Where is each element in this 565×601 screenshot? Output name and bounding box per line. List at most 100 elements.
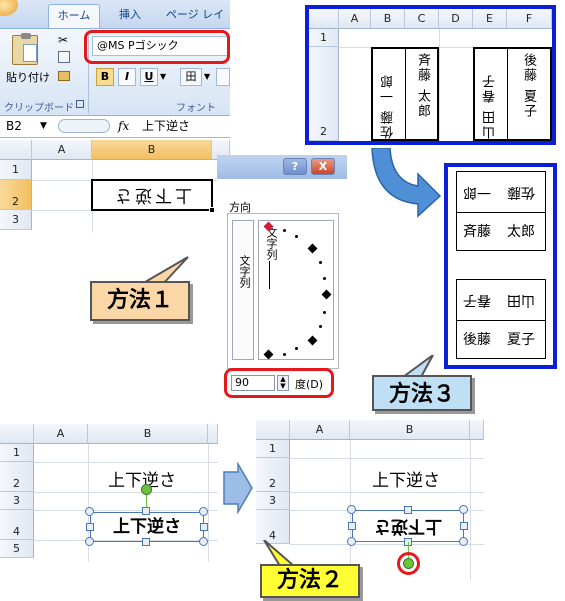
rotation-handle-icon[interactable]	[141, 484, 152, 495]
underline-button[interactable]: U	[140, 68, 158, 86]
column-header-b[interactable]: B	[92, 140, 212, 160]
resize-handle[interactable]	[142, 538, 150, 546]
row-header-3[interactable]: 3	[0, 210, 32, 230]
column-header-b[interactable]: B	[88, 424, 208, 444]
row-header-5[interactable]: 5	[0, 540, 34, 558]
column-header-f[interactable]: F	[507, 9, 552, 29]
gridline	[290, 544, 484, 545]
row-header-2[interactable]: 2	[256, 458, 290, 492]
resize-handle[interactable]	[459, 537, 468, 546]
bold-button[interactable]: B	[96, 68, 114, 86]
row-header-1[interactable]: 1	[256, 440, 290, 458]
orientation-dot[interactable]	[319, 325, 322, 328]
row-header-1[interactable]: 1	[0, 444, 34, 462]
office-button[interactable]	[0, 0, 18, 16]
name-cells-left[interactable]: 佐藤 一郎 斉藤 太郎	[371, 47, 439, 141]
column-header-e[interactable]: E	[473, 9, 507, 29]
help-button[interactable]: ?	[283, 158, 307, 175]
resize-handle[interactable]	[199, 537, 208, 546]
name-cells-right[interactable]: 山田 春子 後藤 夏子	[473, 47, 552, 141]
tab-home[interactable]: ホーム	[48, 4, 100, 28]
fill-handle[interactable]	[209, 207, 215, 213]
column-header-d[interactable]: D	[439, 9, 473, 29]
resize-handle[interactable]	[85, 537, 94, 546]
orientation-dot[interactable]	[323, 311, 326, 314]
resize-handle[interactable]	[460, 522, 468, 530]
tab-insert[interactable]: 挿入	[119, 8, 141, 21]
orientation-dot[interactable]	[319, 261, 322, 264]
resize-handle[interactable]	[347, 537, 356, 546]
borders-button[interactable]: 田	[180, 68, 202, 86]
paste-button-label[interactable]: 貼り付け	[6, 71, 50, 84]
source-sheet-frame: A B C D E F 1 2 佐藤 一郎 斉藤 太郎 山田 春子 後藤 夏子	[305, 5, 556, 145]
orientation-diamond[interactable]	[263, 349, 274, 360]
result-group-top: 一郎 佐藤 斉藤 太郎	[456, 171, 546, 251]
borders-dropdown-icon[interactable]: ▼	[204, 72, 211, 81]
row-header-1[interactable]: 1	[0, 160, 32, 180]
orientation-diamond[interactable]	[307, 335, 318, 346]
orientation-dial[interactable]: 文字列	[258, 220, 334, 360]
resize-handle[interactable]	[199, 507, 208, 516]
fx-icon[interactable]: fx	[118, 119, 130, 133]
formula-content[interactable]: 上下逆さ	[142, 119, 191, 133]
orientation-dot[interactable]	[295, 347, 298, 350]
resize-handle[interactable]	[200, 523, 208, 531]
cell-b2-selected[interactable]: 上下逆さ	[91, 179, 213, 211]
column-header-a[interactable]: A	[290, 420, 350, 440]
row-header-4[interactable]: 4	[256, 510, 290, 544]
tab-page-layout[interactable]: ページ レイ	[165, 8, 225, 21]
orientation-dot[interactable]	[283, 229, 286, 232]
row-header-1[interactable]: 1	[309, 29, 339, 47]
italic-button[interactable]: I	[118, 68, 136, 86]
select-all-corner[interactable]	[256, 420, 290, 440]
format-painter-icon[interactable]	[58, 71, 70, 81]
select-all-corner[interactable]	[309, 9, 339, 29]
row-header-3[interactable]: 3	[0, 492, 34, 510]
vertical-text-option[interactable]: 文字列	[232, 220, 254, 360]
underline-dropdown-icon[interactable]: ▼	[160, 72, 167, 81]
column-header-c[interactable]	[470, 420, 484, 440]
degrees-spinner-icon[interactable]: ▲▼	[277, 375, 289, 391]
column-header-a[interactable]: A	[32, 140, 92, 160]
cell-b2-text[interactable]: 上下逆さ	[108, 471, 176, 491]
column-header-c[interactable]	[208, 424, 218, 444]
column-header-a[interactable]: A	[34, 424, 88, 444]
clipboard-launcher-icon[interactable]	[76, 100, 84, 108]
copy-icon[interactable]	[58, 51, 70, 63]
select-all-corner[interactable]	[0, 424, 34, 444]
resize-handle[interactable]	[347, 505, 356, 514]
resize-handle[interactable]	[142, 507, 150, 515]
font-name-select[interactable]: @MS Pゴシック	[92, 36, 230, 56]
resize-handle[interactable]	[459, 505, 468, 514]
orientation-dot[interactable]	[323, 277, 326, 280]
name-box-dropdown-icon[interactable]: ▼	[40, 121, 47, 131]
row-header-2[interactable]: 2	[0, 180, 32, 210]
resize-handle[interactable]	[85, 507, 94, 516]
name-box[interactable]: B2	[6, 119, 22, 133]
rotation-handle-highlight	[397, 552, 420, 575]
orientation-diamond[interactable]	[321, 289, 332, 300]
resize-handle[interactable]	[86, 523, 94, 531]
degrees-input[interactable]: 90	[231, 375, 275, 391]
column-header-b[interactable]: B	[371, 9, 405, 29]
close-button[interactable]: X	[311, 158, 335, 175]
resize-handle[interactable]	[404, 506, 412, 514]
resize-handle[interactable]	[348, 522, 356, 530]
column-header-c[interactable]: C	[405, 9, 439, 29]
row-header-3[interactable]: 3	[256, 492, 290, 510]
column-header-a[interactable]: A	[339, 9, 371, 29]
orientation-dot[interactable]	[295, 235, 298, 238]
fill-color-icon[interactable]	[216, 68, 230, 86]
scissors-icon[interactable]: ✂	[58, 33, 69, 47]
cell-b2-text[interactable]: 上下逆さ	[372, 471, 440, 491]
orientation-diamond[interactable]	[307, 243, 318, 254]
row-header-4[interactable]: 4	[0, 510, 34, 540]
column-header-b[interactable]: B	[350, 420, 470, 440]
gridline	[470, 440, 471, 580]
formula-scroll[interactable]	[58, 119, 110, 133]
orientation-dot[interactable]	[283, 353, 286, 356]
row-header-2[interactable]: 2	[309, 47, 339, 141]
select-all-corner[interactable]	[0, 140, 32, 160]
paste-icon[interactable]	[12, 33, 38, 65]
row-header-2[interactable]: 2	[0, 462, 34, 492]
